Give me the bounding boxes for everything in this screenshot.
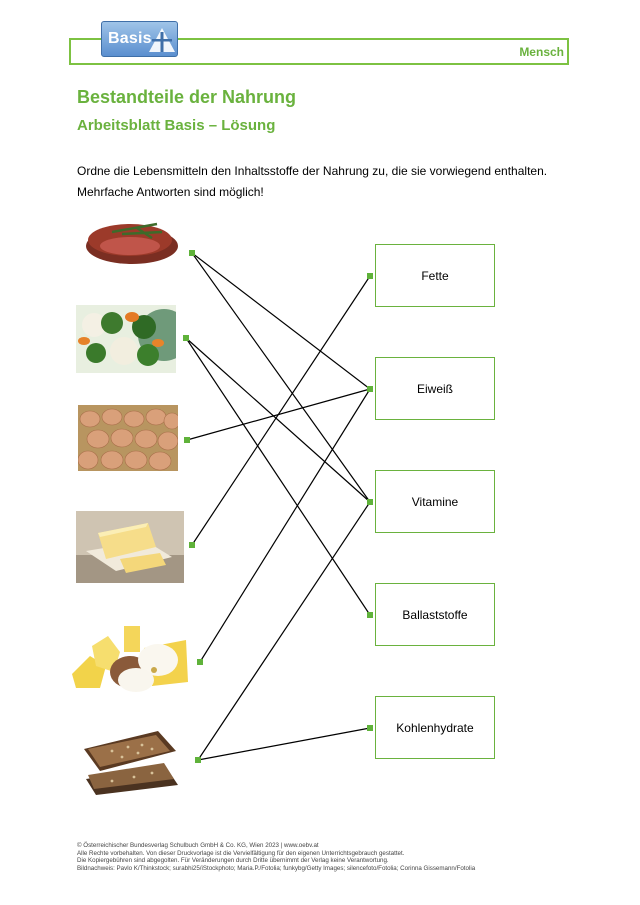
footer: © Österreichischer Bundesverlag Schulbuc… bbox=[77, 842, 597, 872]
answer-connector-dot[interactable] bbox=[367, 612, 373, 618]
vegetables-image bbox=[76, 305, 176, 373]
bread-image bbox=[82, 727, 180, 795]
logo-triangle-icon bbox=[149, 28, 175, 52]
connection-line bbox=[199, 388, 371, 663]
food-connector-dot[interactable] bbox=[189, 542, 195, 548]
food-connector-dot[interactable] bbox=[189, 250, 195, 256]
page-title: Bestandteile der Nahrung bbox=[77, 87, 297, 107]
connection-line bbox=[197, 727, 371, 761]
cheese-image bbox=[70, 622, 190, 692]
eggs-image bbox=[78, 405, 178, 471]
food-connector-dot[interactable] bbox=[183, 335, 189, 341]
footer-fees: Die Kopiergebühren sind abgegolten. Für … bbox=[77, 857, 389, 865]
connection-line bbox=[191, 252, 371, 390]
footer-copyright: © Österreichischer Bundesverlag Schulbuc… bbox=[77, 842, 319, 849]
answer-box-vitamine: Vitamine bbox=[375, 470, 495, 533]
answer-box-kohlenhydrate: Kohlenhydrate bbox=[375, 696, 495, 759]
answer-connector-dot[interactable] bbox=[367, 273, 373, 279]
page-subtitle: Arbeitsblatt Basis – Lösung bbox=[77, 117, 276, 134]
answer-box-eiweiss: Eiweiß bbox=[375, 357, 495, 420]
basis-logo: Basis bbox=[101, 21, 178, 57]
food-connector-dot[interactable] bbox=[195, 757, 201, 763]
instruction-text: Ordne die Lebensmitteln den Inhaltsstoff… bbox=[77, 161, 577, 203]
instruction-line-2: Mehrfache Antworten sind möglich! bbox=[77, 185, 264, 199]
connection-line bbox=[191, 275, 371, 546]
food-connector-dot[interactable] bbox=[184, 437, 190, 443]
section-label: Mensch bbox=[519, 45, 564, 59]
footer-rights: Alle Rechte vorbehalten. Von dieser Druc… bbox=[77, 849, 405, 857]
header-frame bbox=[69, 38, 569, 65]
connection-line bbox=[185, 337, 371, 503]
footer-image-credits: Bildnachweis: Pavlo K/Thinkstock; surabh… bbox=[77, 864, 476, 872]
answer-connector-dot[interactable] bbox=[367, 725, 373, 731]
answer-connector-dot[interactable] bbox=[367, 499, 373, 505]
connection-line bbox=[191, 252, 371, 503]
answer-box-fette: Fette bbox=[375, 244, 495, 307]
logo-text: Basis bbox=[108, 30, 152, 47]
connection-line bbox=[185, 337, 371, 616]
answer-box-ballaststoffe: Ballaststoffe bbox=[375, 583, 495, 646]
answer-connector-dot[interactable] bbox=[367, 386, 373, 392]
instruction-line-1: Ordne die Lebensmitteln den Inhaltsstoff… bbox=[77, 164, 548, 178]
food-connector-dot[interactable] bbox=[197, 659, 203, 665]
steak-image bbox=[82, 212, 180, 266]
butter-image bbox=[76, 511, 184, 583]
connection-line bbox=[197, 501, 371, 761]
